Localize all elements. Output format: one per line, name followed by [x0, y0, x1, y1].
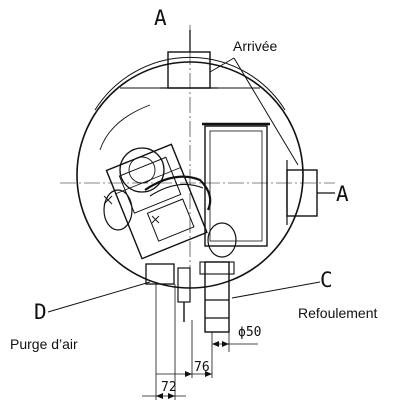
- connection-letter-d: D: [34, 300, 47, 324]
- section-letter-a-right: A: [336, 182, 349, 206]
- label-arrivee: Arrivée: [233, 38, 278, 54]
- dimension-phi50: ϕ50: [238, 325, 262, 340]
- purge-valve: [177, 267, 191, 303]
- motor-frame: [204, 125, 268, 247]
- arrivee-leader: [209, 57, 299, 166]
- discharge-pipe: [204, 261, 230, 333]
- d-leader: [47, 281, 151, 313]
- purge-outlet: [145, 263, 175, 285]
- dimension-76: 76: [194, 360, 210, 375]
- label-refoulement: Refoulement: [298, 305, 378, 321]
- c-leader: [231, 281, 321, 299]
- section-letter-a-top: A: [154, 6, 167, 30]
- impeller-circle: [119, 147, 165, 193]
- label-purge-air: Purge d’air: [10, 336, 78, 352]
- dimension-72: 72: [161, 380, 177, 395]
- connection-letter-c: C: [320, 268, 333, 292]
